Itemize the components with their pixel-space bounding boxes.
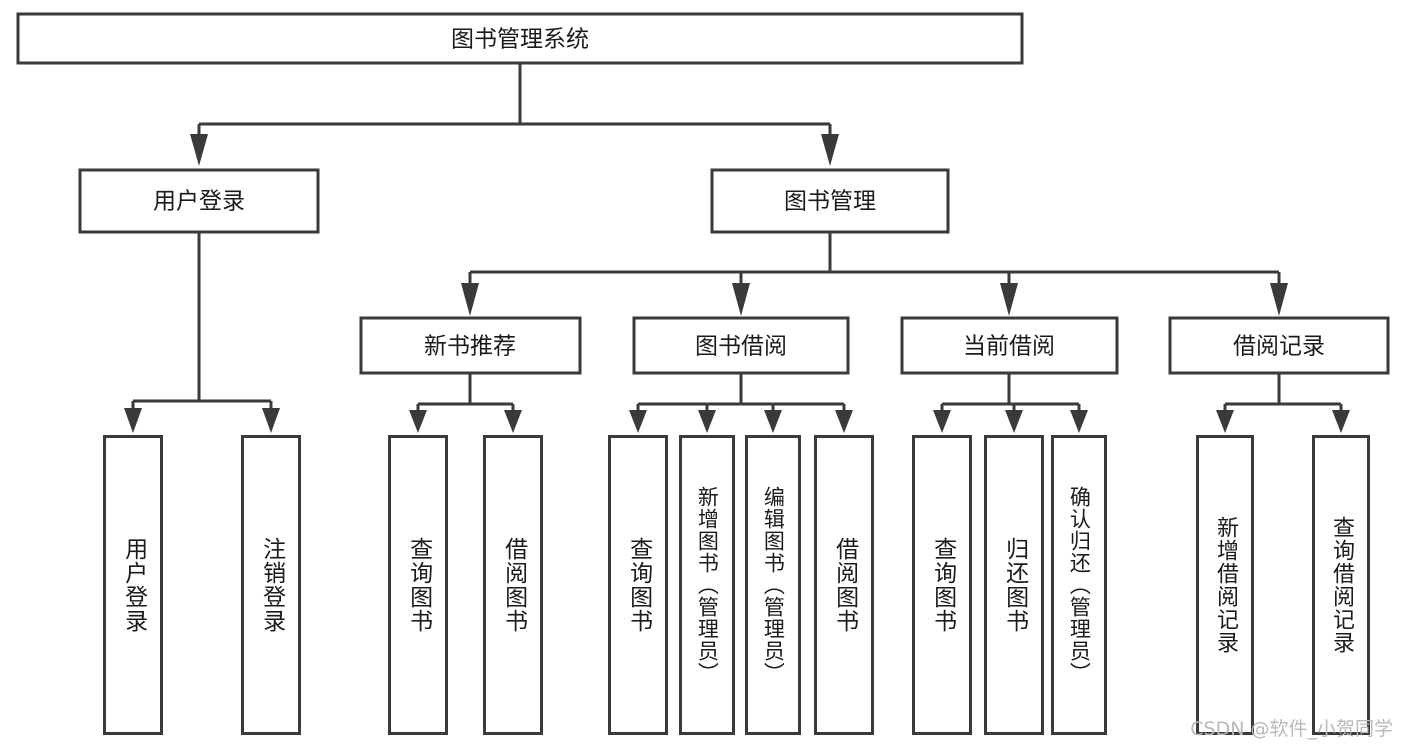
leaf-borrow-book-label: 借阅图书 — [831, 537, 858, 633]
leaf-add-borrow-record-label: 新增借阅记录 — [1212, 516, 1238, 654]
arrow-head-icon — [764, 410, 782, 433]
node-book-management-label: 图书管理 — [784, 189, 876, 215]
leaf-user-login-label: 用户登录 — [120, 537, 147, 633]
node-user-login-label: 用户登录 — [153, 189, 245, 215]
arrow-head-icon — [1216, 410, 1234, 433]
node-new-book-recommend[interactable]: 新书推荐 — [359, 316, 582, 375]
edge-group-user-login-to-leaves — [124, 232, 280, 433]
edge-group-book-borrow-to-leaves — [629, 373, 853, 433]
node-new-book-recommend-label: 新书推荐 — [424, 334, 516, 360]
arrow-head-icon — [698, 410, 716, 433]
leaf-query-book-borrow[interactable]: 查询图书 — [608, 435, 668, 735]
arrow-head-icon — [835, 410, 853, 433]
arrow-head-icon — [1070, 410, 1088, 433]
node-root-box[interactable] — [16, 12, 1024, 65]
leaf-add-book-label: 新增图书（管理员） — [695, 486, 720, 684]
node-user-login[interactable]: 用户登录 — [78, 168, 320, 234]
arrow-head-icon — [1332, 410, 1350, 433]
leaf-borrow-book-recommend[interactable]: 借阅图书 — [483, 435, 543, 735]
leaf-add-borrow-record[interactable]: 新增借阅记录 — [1196, 435, 1254, 735]
leaf-return-book-label: 归还图书 — [1001, 537, 1028, 633]
node-user-login-box[interactable] — [78, 168, 320, 234]
leaf-borrow-book[interactable]: 借阅图书 — [814, 435, 874, 735]
edge-group-root-to-level2 — [190, 63, 839, 166]
node-borrow-record-label: 借阅记录 — [1233, 334, 1325, 360]
arrow-head-icon — [821, 134, 839, 166]
node-root-label: 图书管理系统 — [451, 27, 589, 53]
leaf-confirm-return[interactable]: 确认归还（管理员） — [1051, 435, 1107, 735]
leaf-query-book-current-label: 查询图书 — [929, 537, 956, 633]
leaf-user-logout-label: 注销登录 — [258, 537, 285, 633]
arrow-head-icon — [461, 283, 479, 316]
edge-group-book-management-to-level3 — [461, 232, 1288, 316]
arrow-head-icon — [1005, 410, 1023, 433]
arrow-head-icon — [1000, 283, 1018, 316]
arrow-head-icon — [409, 410, 427, 433]
arrow-head-icon — [1270, 283, 1288, 316]
leaf-borrow-book-recommend-label: 借阅图书 — [500, 537, 527, 633]
arrow-head-icon — [262, 408, 280, 433]
arrow-head-icon — [629, 410, 647, 433]
arrow-head-icon — [124, 408, 142, 433]
arrow-head-icon — [732, 283, 750, 316]
leaf-query-borrow-record[interactable]: 查询借阅记录 — [1312, 435, 1370, 735]
node-root[interactable]: 图书管理系统 — [16, 12, 1024, 65]
edge-group-new-book-recommend-to-leaves — [409, 373, 522, 433]
node-book-borrow-box[interactable] — [632, 316, 850, 375]
leaf-confirm-return-label: 确认归还（管理员） — [1067, 486, 1092, 684]
leaf-query-book-current[interactable]: 查询图书 — [912, 435, 972, 735]
leaf-query-book-recommend-label: 查询图书 — [405, 537, 432, 633]
node-borrow-record[interactable]: 借阅记录 — [1168, 316, 1390, 375]
node-borrow-record-box[interactable] — [1168, 316, 1390, 375]
leaf-add-book[interactable]: 新增图书（管理员） — [679, 435, 735, 735]
leaf-user-login[interactable]: 用户登录 — [103, 435, 163, 735]
node-current-borrow[interactable]: 当前借阅 — [900, 316, 1119, 375]
edge-group-current-borrow-to-leaves — [933, 373, 1088, 433]
leaf-edit-book[interactable]: 编辑图书（管理员） — [745, 435, 801, 735]
leaf-query-borrow-record-label: 查询借阅记录 — [1328, 516, 1354, 654]
leaf-query-book-borrow-label: 查询图书 — [625, 537, 652, 633]
leaf-query-book-recommend[interactable]: 查询图书 — [388, 435, 448, 735]
node-book-borrow-label: 图书借阅 — [695, 334, 787, 360]
node-book-management-box[interactable] — [710, 168, 950, 234]
leaf-edit-book-label: 编辑图书（管理员） — [761, 486, 786, 684]
arrow-head-icon — [190, 134, 208, 166]
node-new-book-recommend-box[interactable] — [359, 316, 582, 375]
arrow-head-icon — [504, 410, 522, 433]
edge-group-borrow-record-to-leaves — [1216, 373, 1350, 433]
node-book-borrow[interactable]: 图书借阅 — [632, 316, 850, 375]
node-current-borrow-label: 当前借阅 — [963, 334, 1055, 360]
leaf-return-book[interactable]: 归还图书 — [984, 435, 1044, 735]
leaf-user-logout[interactable]: 注销登录 — [241, 435, 301, 735]
node-current-borrow-box[interactable] — [900, 316, 1119, 375]
node-book-management[interactable]: 图书管理 — [710, 168, 950, 234]
arrow-head-icon — [933, 410, 951, 433]
